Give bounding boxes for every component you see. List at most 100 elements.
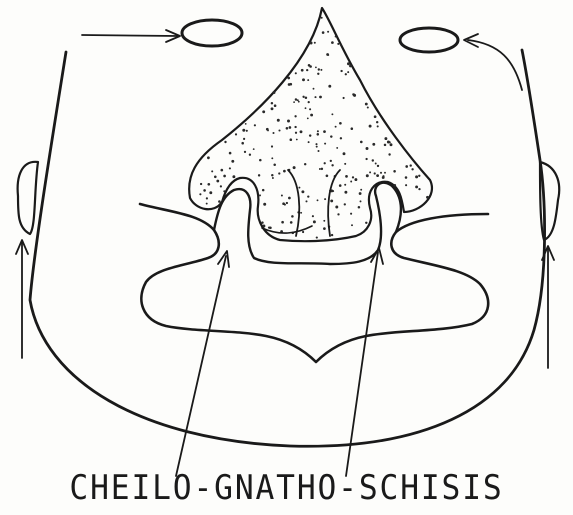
stipple-dot xyxy=(293,166,296,169)
arrow-top-left xyxy=(82,30,180,42)
stipple-dot xyxy=(372,143,375,146)
stipple-dot xyxy=(323,220,325,222)
stipple-dot xyxy=(358,206,361,209)
stipple-dot xyxy=(259,159,262,162)
stipple-dot xyxy=(387,141,390,144)
stipple-dot xyxy=(339,122,342,125)
stipple-dot xyxy=(314,96,316,98)
stipple-dot xyxy=(330,199,333,202)
stipple-dot xyxy=(332,190,334,192)
stipple-dot xyxy=(301,190,304,193)
stipple-dot xyxy=(317,133,320,136)
stipple-dot xyxy=(384,144,387,147)
stipple-dot xyxy=(308,141,310,143)
stipple-dot xyxy=(271,102,273,104)
stipple-dot xyxy=(291,215,294,218)
stipple-dot xyxy=(268,226,270,228)
stipple-dot xyxy=(327,54,329,56)
stipple-dot xyxy=(295,99,297,101)
stipple-dot xyxy=(343,97,345,99)
stipple-dot xyxy=(340,44,342,46)
stipple-dot xyxy=(288,197,291,200)
stipple-dot xyxy=(347,62,350,65)
stipple-dot xyxy=(309,108,311,110)
stipple-dot xyxy=(320,69,322,71)
stipple-dot xyxy=(365,158,367,160)
stipple-dot xyxy=(345,175,348,178)
stipple-dot xyxy=(327,31,329,33)
upper-lip-outline xyxy=(140,183,488,362)
stipple-dot xyxy=(294,115,296,117)
stipple-dot xyxy=(216,180,219,183)
stipple-dot xyxy=(203,189,206,192)
stipple-dot xyxy=(207,183,210,186)
arrow-left-cleft xyxy=(176,251,229,476)
stipple-dot xyxy=(214,176,217,179)
stipple-dot xyxy=(335,126,337,128)
stipple-dot xyxy=(278,129,280,131)
stipple-dot xyxy=(262,189,265,192)
stipple-dot xyxy=(296,139,298,141)
stipple-dot xyxy=(375,163,377,165)
stipple-dot xyxy=(298,187,300,189)
stipple-dot xyxy=(344,184,346,186)
stipple-dot xyxy=(418,175,420,177)
stipple-dot xyxy=(314,42,316,44)
stipple-dot xyxy=(337,43,339,45)
nasal-process xyxy=(189,8,432,241)
stipple-dot xyxy=(310,114,313,117)
stipple-dot xyxy=(200,183,202,185)
stipple-dot xyxy=(272,132,274,134)
stipple-dot xyxy=(298,101,300,103)
left-nasal-placode xyxy=(182,20,242,46)
stipple-dot xyxy=(286,127,289,130)
stipple-dot xyxy=(340,70,342,72)
stipple-dot xyxy=(317,130,319,132)
stipple-dot xyxy=(318,68,320,70)
stipple-dot xyxy=(243,138,245,140)
stipple-dot xyxy=(305,200,307,202)
stipple-dot xyxy=(272,177,274,179)
stipple-dot xyxy=(393,170,396,173)
stipple-dot xyxy=(277,119,280,122)
stipple-dot xyxy=(418,188,420,190)
stipple-dot xyxy=(365,103,368,106)
stipple-dot xyxy=(331,234,333,236)
stipple-dot xyxy=(253,148,255,150)
stipple-dot xyxy=(351,127,354,130)
stipple-dot xyxy=(344,163,346,165)
stipple-dot xyxy=(335,206,338,209)
stipple-dot xyxy=(305,107,307,109)
stipple-dot xyxy=(308,101,310,103)
stipple-dot xyxy=(307,195,309,197)
stipple-dot xyxy=(254,124,256,126)
stipple-dot xyxy=(405,176,408,179)
stipple-dot xyxy=(366,174,369,177)
stipple-dot xyxy=(377,125,379,127)
stipple-dot xyxy=(281,195,283,197)
stipple-dot xyxy=(377,165,379,167)
stipple-dot xyxy=(315,67,317,69)
stipple-dot xyxy=(359,192,362,195)
stipple-dot xyxy=(267,129,269,131)
stipple-dot xyxy=(235,133,237,135)
stipple-dot xyxy=(415,185,418,188)
stipple-dot xyxy=(384,137,387,140)
stipple-dot xyxy=(302,78,305,81)
stipple-dot xyxy=(316,146,318,148)
face-contour xyxy=(30,50,545,446)
stipple-dot xyxy=(289,126,292,129)
stipple-dot xyxy=(366,147,369,150)
stipple-dot xyxy=(367,106,369,108)
stipple-dot xyxy=(336,147,338,149)
stipple-dot xyxy=(244,151,246,153)
stipple-dot xyxy=(374,172,376,174)
stipple-dot xyxy=(384,172,386,174)
stipple-dot xyxy=(246,130,248,132)
stipple-dot xyxy=(321,168,323,170)
stipple-dot xyxy=(294,126,296,128)
stipple-dot xyxy=(390,143,393,146)
stipple-dot xyxy=(372,159,374,161)
stipple-dot xyxy=(335,36,337,38)
